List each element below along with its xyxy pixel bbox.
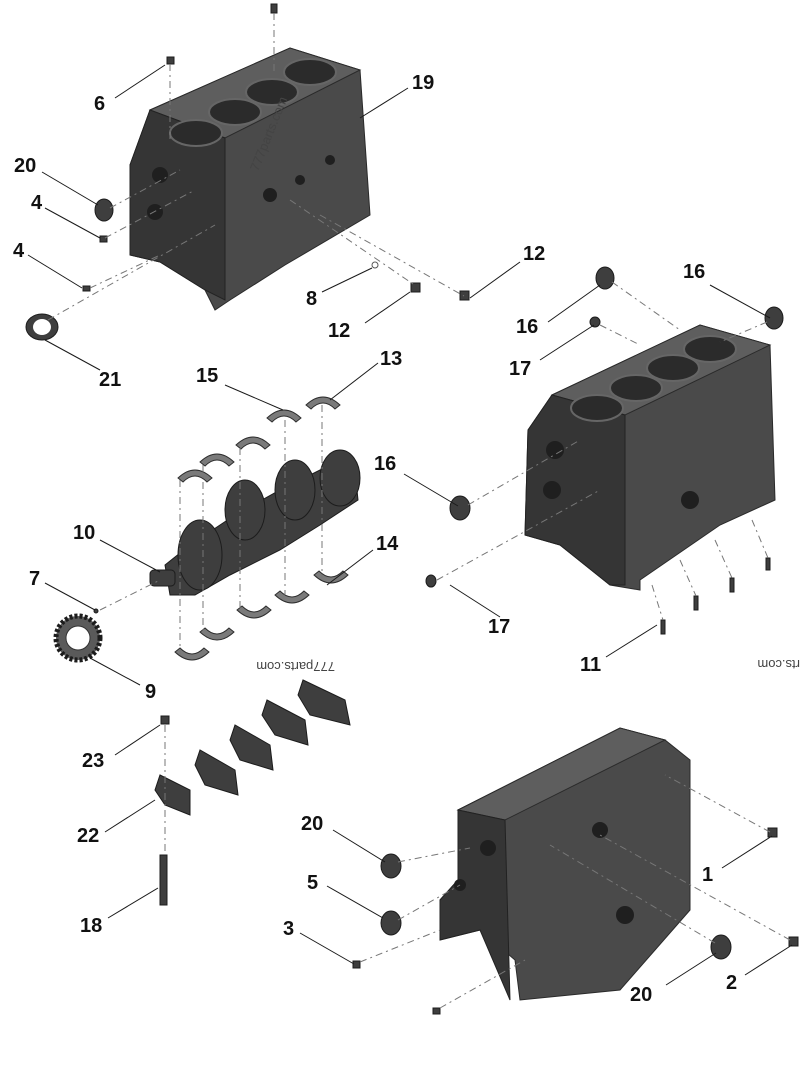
bearing-shells-upper: [177, 396, 341, 483]
callout-22: 22: [77, 825, 99, 847]
callout-5: 5: [307, 872, 318, 894]
callout-1: 1: [702, 864, 713, 886]
callout-15: 15: [196, 365, 218, 387]
bearing-shells-lower: [174, 570, 349, 661]
watermark-text: rts.com: [757, 657, 800, 672]
callout-4: 4: [13, 240, 25, 262]
callout-12: 12: [523, 243, 545, 265]
leader-lines: [27, 64, 793, 986]
callout-13: 13: [380, 348, 402, 370]
callout-10: 10: [73, 522, 95, 544]
callout-6: 6: [94, 93, 105, 115]
callout-21: 21: [99, 369, 121, 391]
callout-17: 17: [509, 358, 531, 380]
callout-19: 19: [412, 72, 434, 94]
callout-11: 11: [580, 654, 601, 676]
callout-2: 2: [726, 972, 737, 994]
callout-18: 18: [80, 915, 102, 937]
watermark-text: 777parts.com: [256, 659, 335, 674]
cylinder-block-bottom-right: [439, 727, 691, 1001]
callout-9: 9: [145, 681, 156, 703]
main-bearing-caps: [154, 679, 351, 816]
crankshaft-gear: [53, 613, 103, 663]
callout-3: 3: [283, 918, 294, 940]
callout-16: 16: [683, 261, 705, 283]
callout-20: 20: [301, 813, 323, 835]
cylinder-block-middle-right: [524, 324, 776, 591]
callout-20: 20: [630, 984, 652, 1006]
crankshaft: [149, 449, 361, 596]
callout-16: 16: [516, 316, 538, 338]
callout-8: 8: [306, 288, 317, 310]
callout-7: 7: [29, 568, 40, 590]
callout-17: 17: [488, 616, 510, 638]
callout-4: 4: [31, 192, 43, 214]
callout-12: 12: [328, 320, 350, 342]
callout-numbers: 1 2 3 4 4 5 6 7 8 9 10 11 12 12 13 14 15…: [13, 72, 737, 1006]
assembly-lines: [47, 13, 791, 1009]
callout-20: 20: [14, 155, 36, 177]
callout-23: 23: [82, 750, 104, 772]
cylinder-block-top-left: [129, 47, 371, 311]
callout-14: 14: [376, 533, 399, 555]
callout-16: 16: [374, 453, 396, 475]
